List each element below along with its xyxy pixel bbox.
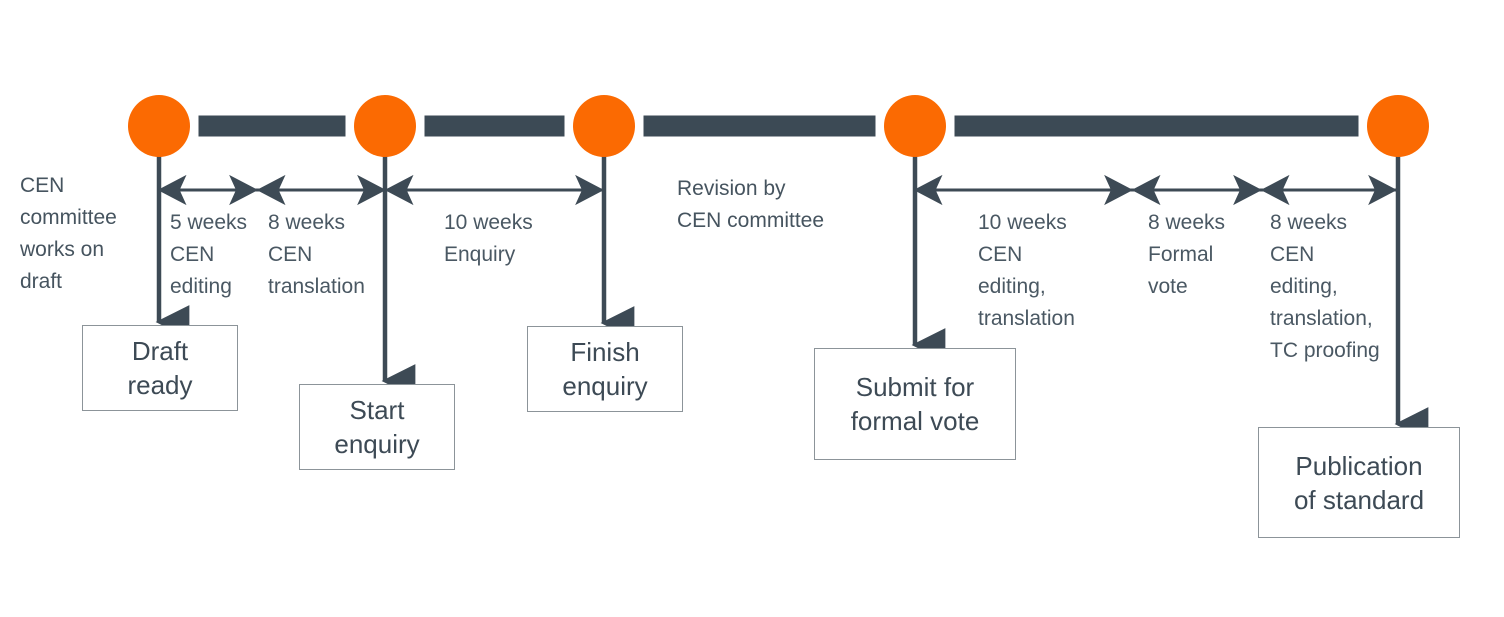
- outcome-box-draft-ready[interactable]: Draft ready: [82, 325, 238, 411]
- outcome-box-finish-enquiry[interactable]: Finish enquiry: [527, 326, 683, 412]
- milestone-1-circle[interactable]: [128, 95, 190, 157]
- note-cen-committee-draft-line-2: committee: [20, 206, 117, 229]
- note-cen-committee-draft-line-4: draft: [20, 270, 63, 293]
- phase-formal-vote-duration: 8 weeks: [1148, 211, 1226, 234]
- phase-cen-editing-translation-tc-proofing-activity-line-2: editing,: [1270, 275, 1338, 298]
- note-cen-committee-draft: CEN committee works on draft: [20, 170, 117, 298]
- outcome-box-publication-of-standard[interactable]: Publication of standard: [1258, 427, 1460, 538]
- outcome-box-start-enquiry-label: Start enquiry: [334, 395, 420, 459]
- phase-cen-editing-duration: 5 weeks: [170, 211, 248, 234]
- note-revision-by-cen-committee-line-2: CEN committee: [677, 209, 825, 232]
- phase-cen-editing-translation-activity-line-1: CEN: [978, 243, 1023, 266]
- outcome-box-submit-formal-vote-label: Submit for formal vote: [850, 372, 980, 436]
- note-cen-committee-draft-line-1: CEN: [20, 174, 65, 197]
- track-segment-1: [198, 115, 346, 137]
- outcome-box-publication-of-standard-label: Publication of standard: [1293, 450, 1425, 515]
- outcome-box-finish-enquiry-label: Finish enquiry: [562, 337, 648, 401]
- phase-cen-editing-translation-tc-proofing-activity-line-4: TC proofing: [1270, 339, 1380, 362]
- outcome-box-start-enquiry[interactable]: Start enquiry: [299, 384, 455, 470]
- milestone-5-circle[interactable]: [1367, 95, 1429, 157]
- outcome-box-submit-formal-vote[interactable]: Submit for formal vote: [814, 348, 1016, 460]
- note-cen-committee-draft-line-3: works on: [20, 238, 105, 261]
- phase-enquiry-activity-line-1: Enquiry: [444, 243, 516, 266]
- outcome-box-draft-ready-label: Draft ready: [127, 336, 193, 400]
- phase-cen-editing-translation-activity-line-2: editing,: [978, 275, 1046, 298]
- phase-cen-editing-activity-line-1: CEN: [170, 243, 215, 266]
- milestone-group: [128, 95, 1429, 157]
- phase-cen-editing-translation-duration: 10 weeks: [978, 211, 1067, 234]
- phase-cen-editing-translation-activity-line-3: translation: [978, 307, 1075, 330]
- phase-cen-editing-translation-tc-proofing-duration: 8 weeks: [1270, 211, 1348, 234]
- phase-formal-vote-activity-line-1: Formal: [1148, 243, 1214, 266]
- phase-cen-editing-translation-tc-proofing-activity-line-1: CEN: [1270, 243, 1315, 266]
- track-segment-4: [954, 115, 1359, 137]
- note-revision-by-cen-committee-line-1: Revision by: [677, 177, 786, 200]
- phase-cen-editing-activity-line-2: editing: [170, 275, 232, 298]
- milestone-2-circle[interactable]: [354, 95, 416, 157]
- note-revision-by-cen-committee: Revision by CEN committee: [677, 173, 824, 237]
- phase-cen-translation-activity-line-1: CEN: [268, 243, 313, 266]
- track-segment-2: [424, 115, 565, 137]
- phase-enquiry-duration: 10 weeks: [444, 211, 533, 234]
- phase-cen-translation-duration: 8 weeks: [268, 211, 346, 234]
- track-segment-3: [643, 115, 876, 137]
- milestone-4-circle[interactable]: [884, 95, 946, 157]
- timeline-track: [198, 115, 1359, 137]
- phase-cen-editing-translation-tc-proofing-activity-line-3: translation,: [1270, 307, 1373, 330]
- phase-cen-translation-activity-line-2: translation: [268, 275, 365, 298]
- phase-formal-vote-activity-line-2: vote: [1148, 275, 1188, 298]
- milestone-3-circle[interactable]: [573, 95, 635, 157]
